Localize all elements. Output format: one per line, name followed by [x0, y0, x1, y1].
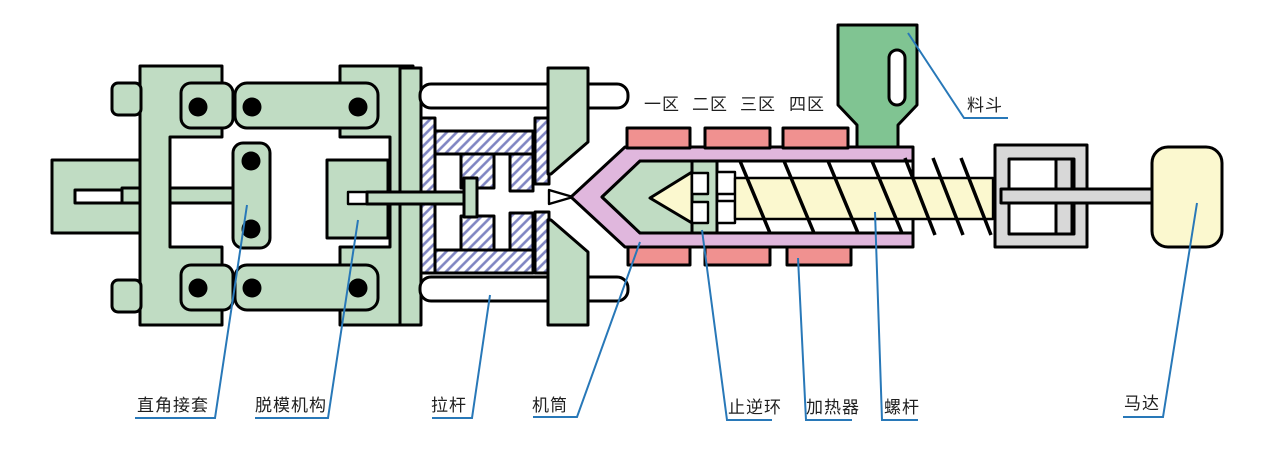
label-zone-2: 二区 [692, 95, 728, 114]
ejector-rod-group [365, 176, 479, 219]
rear-platen-tab-top [110, 81, 143, 117]
label-hopper: 料斗 [967, 96, 1003, 115]
pin [242, 97, 262, 117]
heater-bottom-1 [626, 245, 692, 267]
zone-labels: 一区 二区 三区 四区 [644, 95, 825, 114]
pin [242, 278, 262, 298]
leader-tie-rod [432, 294, 491, 419]
label-heater: 加热器 [806, 398, 860, 417]
pin [348, 97, 368, 117]
hopper-slot [887, 48, 907, 107]
mold-cavity-upper [508, 152, 535, 193]
label-ejector-mechanism: 脱模机构 [255, 396, 327, 415]
drive-frame [993, 143, 1154, 249]
cylinder-slot [73, 188, 130, 205]
label-barrel: 机筒 [532, 396, 568, 415]
label-right-angle-coupling: 直角接套 [137, 396, 209, 415]
coupling-link-vertical [231, 141, 272, 250]
screw-shaft-notch-top [715, 170, 737, 196]
label-screw: 螺杆 [884, 398, 920, 417]
pin [241, 219, 261, 239]
screw-flights [738, 157, 993, 236]
leader-motor [1123, 202, 1198, 418]
check-ring-notch-top [690, 171, 710, 196]
mold-block-bottom [433, 248, 535, 275]
pin [188, 278, 208, 298]
rear-platen-tab-bottom [110, 278, 143, 314]
leader-check-ring [701, 229, 772, 421]
sprue-channel [547, 188, 575, 206]
heater-top-3 [781, 126, 850, 150]
pin [241, 151, 261, 171]
label-tie-rod: 拉杆 [431, 396, 467, 415]
part-labels: 直角接套 脱模机构 拉杆 机筒 止逆环 加热器 螺杆 马达 料斗 [137, 96, 1160, 417]
label-motor: 马达 [1124, 394, 1160, 413]
mold-cavity-lower [508, 211, 535, 252]
heater-top-1 [625, 126, 692, 150]
heater-top-2 [703, 126, 772, 150]
leader-ejector-mechanism [255, 219, 359, 419]
link-top-right [233, 81, 380, 130]
heater-bands [625, 126, 853, 267]
ejector-rod-head [462, 176, 479, 219]
check-ring-notch-bottom [690, 200, 710, 225]
mold-block-top [433, 129, 535, 156]
leader-screw [874, 211, 918, 421]
pin [188, 97, 208, 117]
tie-bar-top [418, 82, 630, 110]
leader-barrel [533, 241, 641, 418]
tie-bar-bottom [418, 275, 630, 303]
screw-shaft-notch-bottom [715, 199, 737, 225]
ejector-rod [365, 190, 472, 206]
mold-core-lower [459, 214, 496, 252]
toggle-links [179, 81, 380, 312]
ejector-housing-slot [346, 190, 369, 206]
label-zone-3: 三区 [740, 95, 776, 114]
leader-lines [135, 32, 1198, 421]
heater-bottom-3 [785, 245, 853, 267]
label-zone-4: 四区 [789, 95, 825, 114]
leader-right-angle-coupling [135, 204, 248, 419]
motor-body [1150, 145, 1224, 249]
fixed-platen [546, 66, 590, 327]
drive-shaft [999, 187, 1154, 205]
pin [348, 278, 368, 298]
leader-heater [797, 257, 852, 421]
fixed-platen-bottom [546, 218, 590, 327]
label-zone-1: 一区 [644, 95, 680, 114]
leader-hopper [907, 32, 1008, 119]
heater-bottom-2 [703, 245, 772, 267]
label-check-ring: 止逆环 [728, 398, 782, 417]
fixed-platen-top [546, 66, 590, 176]
link-pins [188, 97, 368, 298]
